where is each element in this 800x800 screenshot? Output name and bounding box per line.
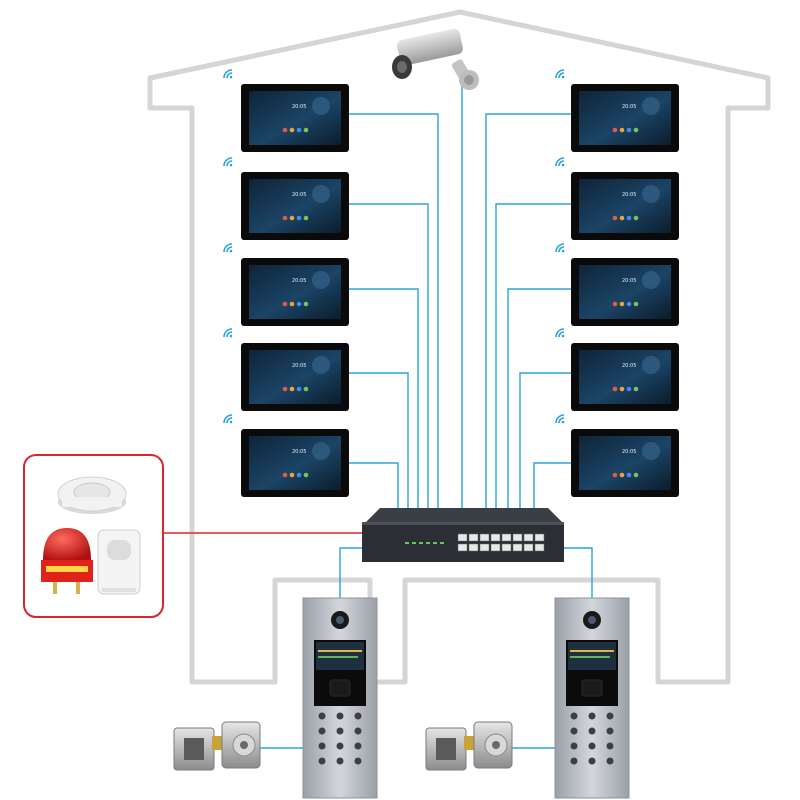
pir-motion-sensor-icon — [97, 529, 141, 595]
monitor-time: 20:05 — [292, 363, 306, 369]
door-station-cables — [256, 547, 593, 749]
wifi-icon — [223, 69, 234, 80]
monitor-time: 20:05 — [622, 363, 636, 369]
indoor-monitor: 20:05 — [555, 69, 679, 152]
wifi-icon — [555, 328, 566, 339]
monitor-time: 20:05 — [622, 192, 636, 198]
house-outline — [147, 9, 771, 685]
monitor-time: 20:05 — [292, 278, 306, 284]
wifi-icon — [223, 414, 234, 425]
network-switch-icon — [362, 508, 564, 562]
door-station-icon — [554, 597, 630, 799]
monitor-time: 20:05 — [292, 192, 306, 198]
indoor-monitor: 20:05 — [223, 414, 349, 497]
indoor-monitor: 20:05 — [555, 157, 679, 240]
monitor-time: 20:05 — [622, 104, 636, 110]
wifi-icon — [223, 243, 234, 254]
indoor-monitor: 20:05 — [223, 243, 349, 326]
indoor-monitor: 20:05 — [223, 157, 349, 240]
indoor-monitor: 20:05 — [555, 243, 679, 326]
left-monitor-cables — [349, 82, 463, 508]
left-monitor-column: 20:05 20:05 20:05 20:05 20:05 — [223, 69, 349, 497]
right-monitor-column: 20:05 20:05 20:05 20:05 20:05 — [555, 69, 679, 497]
monitor-time: 20:05 — [622, 278, 636, 284]
wifi-icon — [223, 157, 234, 168]
wifi-icon — [555, 414, 566, 425]
wifi-icon — [555, 243, 566, 254]
wifi-icon — [223, 328, 234, 339]
alarm-sensor-panel — [23, 454, 164, 618]
indoor-monitor: 20:05 — [555, 328, 679, 411]
right-monitor-cables — [485, 113, 572, 508]
electric-lock-icon — [173, 721, 261, 771]
indoor-monitor: 20:05 — [223, 328, 349, 411]
wifi-icon — [555, 69, 566, 80]
monitor-time: 20:05 — [292, 104, 306, 110]
wifi-icon — [555, 157, 566, 168]
smoke-detector-icon — [57, 476, 127, 514]
indoor-monitor: 20:05 — [223, 69, 349, 152]
monitor-time: 20:05 — [622, 449, 636, 455]
cctv-camera-icon — [392, 28, 479, 90]
monitor-time: 20:05 — [292, 449, 306, 455]
electric-lock-icon — [425, 721, 513, 771]
indoor-monitor: 20:05 — [555, 414, 679, 497]
alarm-siren-icon — [41, 528, 93, 594]
door-station-icon — [302, 597, 378, 799]
